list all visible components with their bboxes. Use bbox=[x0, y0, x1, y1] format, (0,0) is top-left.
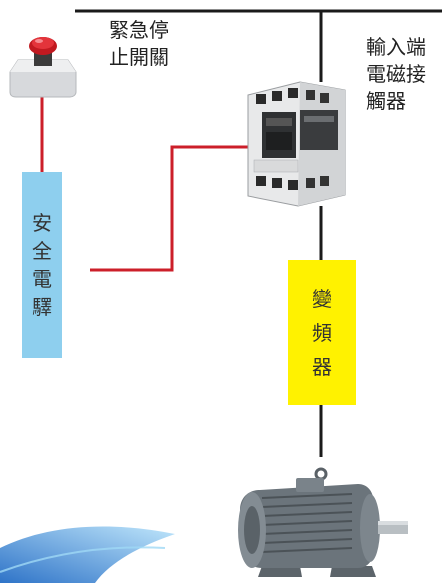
inverter-char-1: 變 bbox=[312, 286, 332, 311]
safety-relay-box: 安 全 電 驛 bbox=[22, 172, 62, 358]
input-contactor-label-line-3: 觸器 bbox=[366, 89, 406, 113]
emergency-stop-label: 緊急停 止開關 bbox=[109, 17, 169, 71]
emergency-stop-label-line-2: 止開關 bbox=[109, 45, 169, 69]
decorative-swoosh bbox=[0, 526, 175, 583]
input-contactor-label: 輸入端 電磁接 觸器 bbox=[366, 34, 426, 115]
safety-relay-char-4: 驛 bbox=[32, 295, 52, 319]
emergency-stop-label-line-1: 緊急停 bbox=[109, 18, 169, 42]
relay-to-contactor-wire bbox=[90, 145, 248, 272]
inverter-box: 變 頻 器 bbox=[288, 260, 356, 405]
inverter-char-2: 頻 bbox=[312, 320, 332, 345]
input-contactor-label-line-2: 電磁接 bbox=[366, 62, 426, 86]
safety-relay-char-3: 電 bbox=[32, 267, 52, 291]
safety-relay-char-2: 全 bbox=[32, 239, 52, 263]
input-contactor-label-line-1: 輸入端 bbox=[366, 35, 426, 59]
inverter-char-3: 器 bbox=[312, 354, 332, 379]
safety-relay-char-1: 安 bbox=[32, 211, 52, 235]
